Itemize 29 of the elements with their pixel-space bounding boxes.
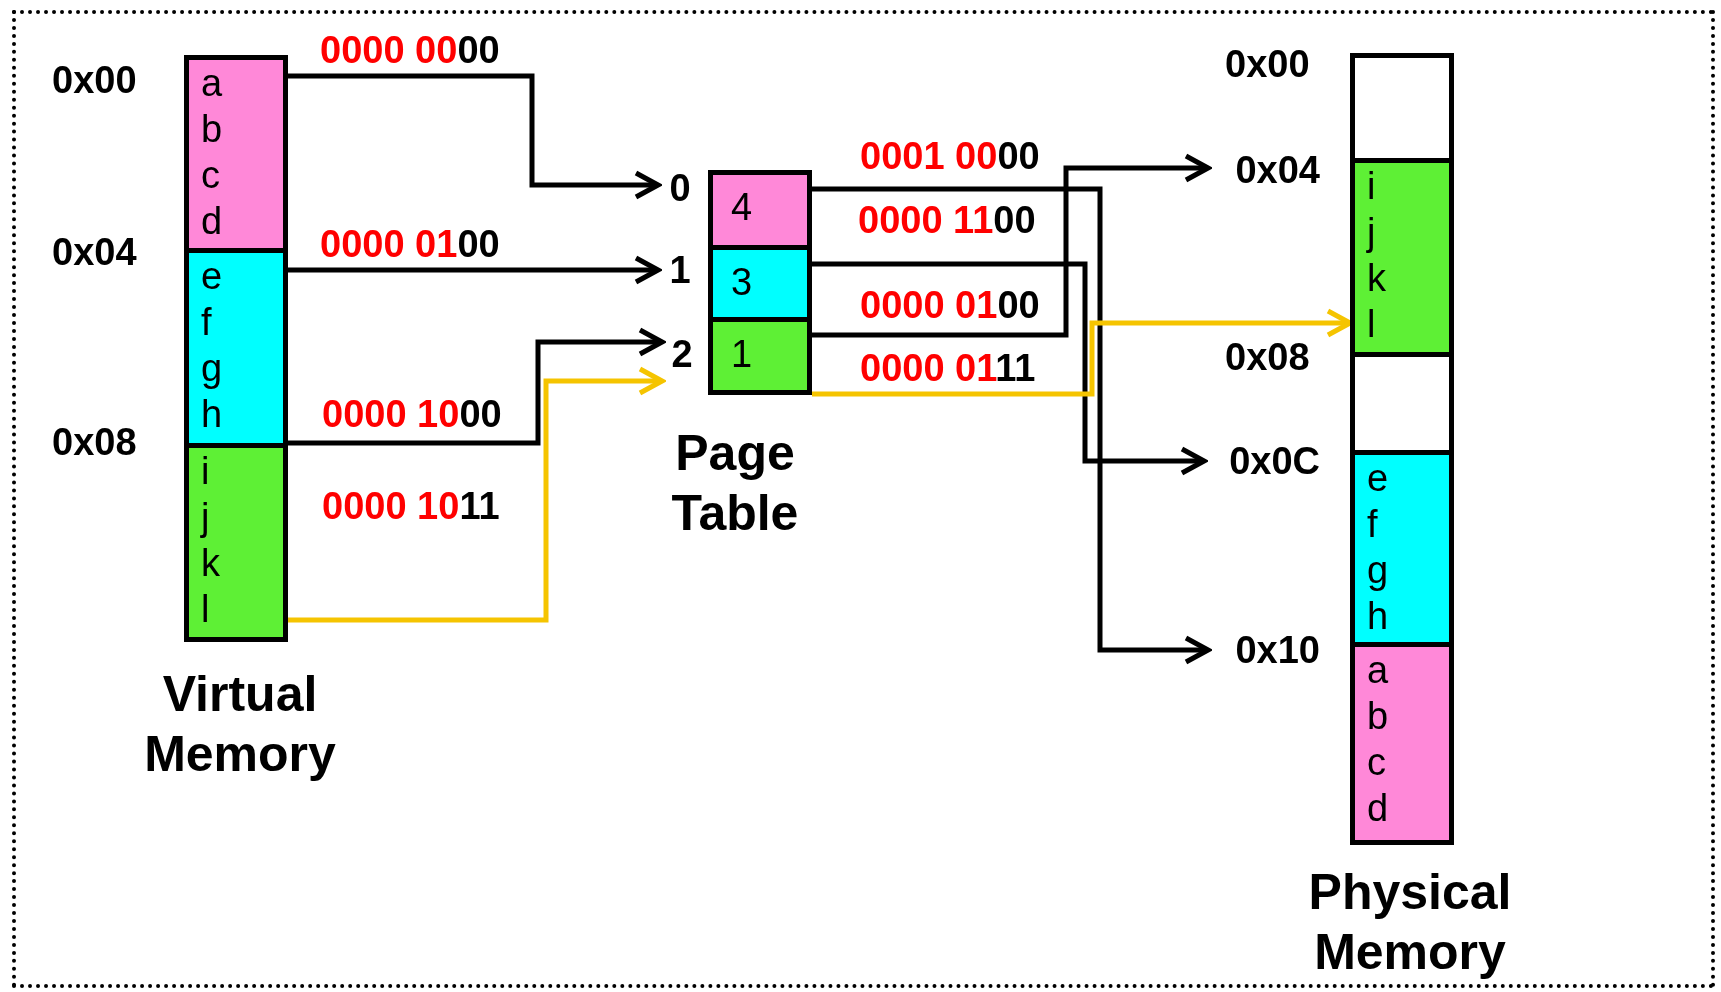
heading: Virtual Memory xyxy=(143,665,337,784)
index-label: 1 xyxy=(660,247,700,293)
index-label: 2 xyxy=(664,318,700,390)
address-label: 0x08 xyxy=(52,420,137,464)
address-label: 0x00 xyxy=(52,58,137,102)
address-label: 0000 0000 xyxy=(320,28,500,72)
arrow xyxy=(288,255,661,285)
address-label: 0x00 xyxy=(1225,42,1310,86)
address-label: 0x04 xyxy=(1210,147,1320,193)
arrow xyxy=(812,153,1211,338)
arrow xyxy=(812,186,1211,665)
address-label: 0001 0000 xyxy=(860,134,1040,178)
address-label: 0000 0100 xyxy=(320,222,500,266)
arrow xyxy=(288,327,665,446)
arrow xyxy=(288,366,665,623)
address-label: 0x04 xyxy=(52,230,137,274)
address-label: 0x10 xyxy=(1210,627,1320,673)
address-label: 0000 1011 xyxy=(322,484,500,528)
address-label: 0000 1100 xyxy=(858,198,1036,242)
heading: Page Table xyxy=(670,424,800,543)
address-label: 0x08 xyxy=(1225,335,1310,379)
address-label: 0000 0100 xyxy=(860,283,1040,327)
heading: Physical Memory xyxy=(1307,863,1513,982)
arrow xyxy=(288,73,661,200)
arrow xyxy=(812,261,1207,476)
index-label: 0 xyxy=(660,165,700,211)
address-label: 0x0C xyxy=(1206,438,1320,484)
address-label: 0000 1000 xyxy=(322,392,502,436)
address-label: 0000 0111 xyxy=(860,346,1036,390)
